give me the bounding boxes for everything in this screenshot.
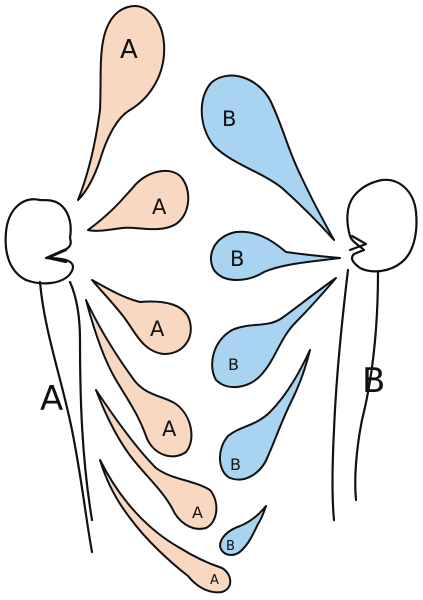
- bubble-shape: [211, 277, 337, 389]
- speech-bubble-a: A: [85, 299, 193, 458]
- speaker-b-label: B: [362, 361, 385, 401]
- bubble-label: B: [228, 355, 239, 374]
- bubble-label: B: [226, 539, 235, 554]
- bubble-shape: [99, 459, 232, 594]
- speech-bubble-b: B: [219, 349, 311, 481]
- bubble-shape: [95, 389, 218, 530]
- speech-bubble-b: B: [209, 230, 341, 281]
- bubble-shape: [200, 74, 335, 241]
- speech-bubble-a: A: [77, 5, 166, 201]
- bubble-label: A: [120, 35, 138, 65]
- speech-bubble-a: A: [95, 389, 218, 530]
- speaker-a: A: [4, 198, 94, 554]
- speaker-a-head: [4, 198, 75, 285]
- speaker-a-front: [68, 280, 94, 522]
- bubble-shape: [87, 169, 190, 232]
- bubble-label: B: [222, 107, 236, 131]
- speaker-b-mouth: [348, 234, 368, 252]
- speaker-b-front: [331, 268, 350, 522]
- speaker-b-head: [346, 178, 418, 273]
- bubble-label: B: [230, 455, 241, 474]
- speaker-b: B: [331, 178, 418, 522]
- bubble-label: B: [230, 247, 244, 271]
- speaker-a-bubbles: A A A A A A: [77, 5, 232, 594]
- speaker-b-back: [354, 270, 380, 502]
- speech-bubble-b: B: [200, 74, 335, 241]
- speaker-a-back: [38, 280, 94, 554]
- bubble-label: A: [152, 195, 167, 219]
- bubble-label: A: [210, 573, 219, 588]
- speech-bubble-b: B: [219, 505, 267, 556]
- bubble-shape: [219, 349, 311, 481]
- speech-bubble-a: A: [91, 279, 192, 355]
- speech-bubble-b: B: [211, 277, 337, 389]
- speaker-a-label: A: [40, 379, 63, 419]
- bubble-label: A: [162, 417, 177, 441]
- bubble-label: A: [150, 317, 165, 341]
- bubble-shape: [85, 299, 193, 458]
- bubble-shape: [91, 279, 192, 355]
- bubble-shape: [77, 5, 166, 201]
- speech-bubble-a: A: [99, 459, 232, 594]
- bubble-shape: [209, 230, 341, 281]
- bubble-label: A: [192, 503, 203, 522]
- speaker-a-mouth: [46, 248, 68, 264]
- speech-bubble-a: A: [87, 169, 190, 232]
- bubble-shape: [219, 505, 267, 556]
- speaker-b-bubbles: B B B B B: [200, 74, 341, 556]
